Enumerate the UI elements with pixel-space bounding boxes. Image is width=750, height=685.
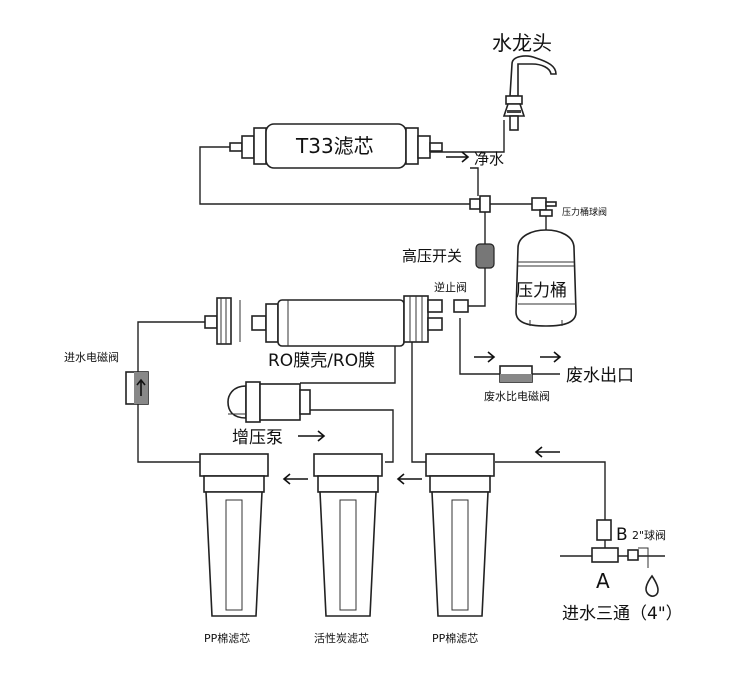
filter-canister-1 [199, 453, 269, 617]
faucet-label: 水龙头 [492, 31, 552, 55]
port-a-label: A [596, 569, 610, 593]
tank-ball-valve [531, 197, 557, 217]
inlet-solenoid-valve [125, 371, 149, 405]
filter-3-label: PP棉滤芯 [432, 631, 478, 645]
tee-fitting [469, 195, 491, 213]
ro-membrane-label: RO膜壳/RO膜 [268, 351, 375, 371]
flow-arrow-3-to-2 [396, 473, 422, 485]
filter-canister-2 [313, 453, 383, 617]
faucet-icon [502, 55, 557, 131]
high-pressure-switch [475, 243, 495, 269]
pressure-tank-label: 压力桶 [516, 281, 567, 301]
water-drop-icon [645, 574, 659, 597]
waste-ratio-solenoid [499, 365, 533, 383]
inlet-solenoid-valve-label: 进水电磁阀 [64, 350, 119, 364]
t33-filter-label: T33滤芯 [295, 134, 374, 158]
ball-valve-label: 2"球阀 [632, 528, 666, 542]
inlet-tee-label: 进水三通（4"） [562, 604, 683, 624]
check-valve [453, 299, 469, 313]
filter-1-label: PP棉滤芯 [204, 631, 250, 645]
filter-canister-3 [425, 453, 495, 617]
t33-filter [229, 123, 443, 169]
booster-pump [227, 381, 311, 423]
inlet-tee [591, 519, 649, 568]
booster-pump-label: 增压泵 [232, 428, 283, 448]
flow-arrow-inlet [534, 446, 560, 458]
waste-arrow-in [474, 351, 496, 363]
pure-water-label: 净水 [474, 150, 504, 168]
pressure-tank [515, 229, 577, 327]
ro-membrane-housing [204, 295, 443, 347]
filter-2-label: 活性炭滤芯 [314, 631, 369, 645]
tank-ball-valve-label: 压力桶球阀 [562, 206, 607, 218]
waste-arrow-out [540, 351, 562, 363]
waste-water-outlet-label: 废水出口 [566, 366, 634, 386]
pure-water-arrow [446, 151, 470, 163]
port-b-label: B [616, 525, 628, 545]
flow-arrow-2-to-1 [282, 473, 308, 485]
check-valve-label: 逆止阀 [434, 280, 467, 294]
high-pressure-switch-label: 高压开关 [402, 247, 462, 265]
pump-flow-arrow [298, 430, 326, 442]
waste-ratio-solenoid-label: 废水比电磁阀 [484, 389, 550, 403]
